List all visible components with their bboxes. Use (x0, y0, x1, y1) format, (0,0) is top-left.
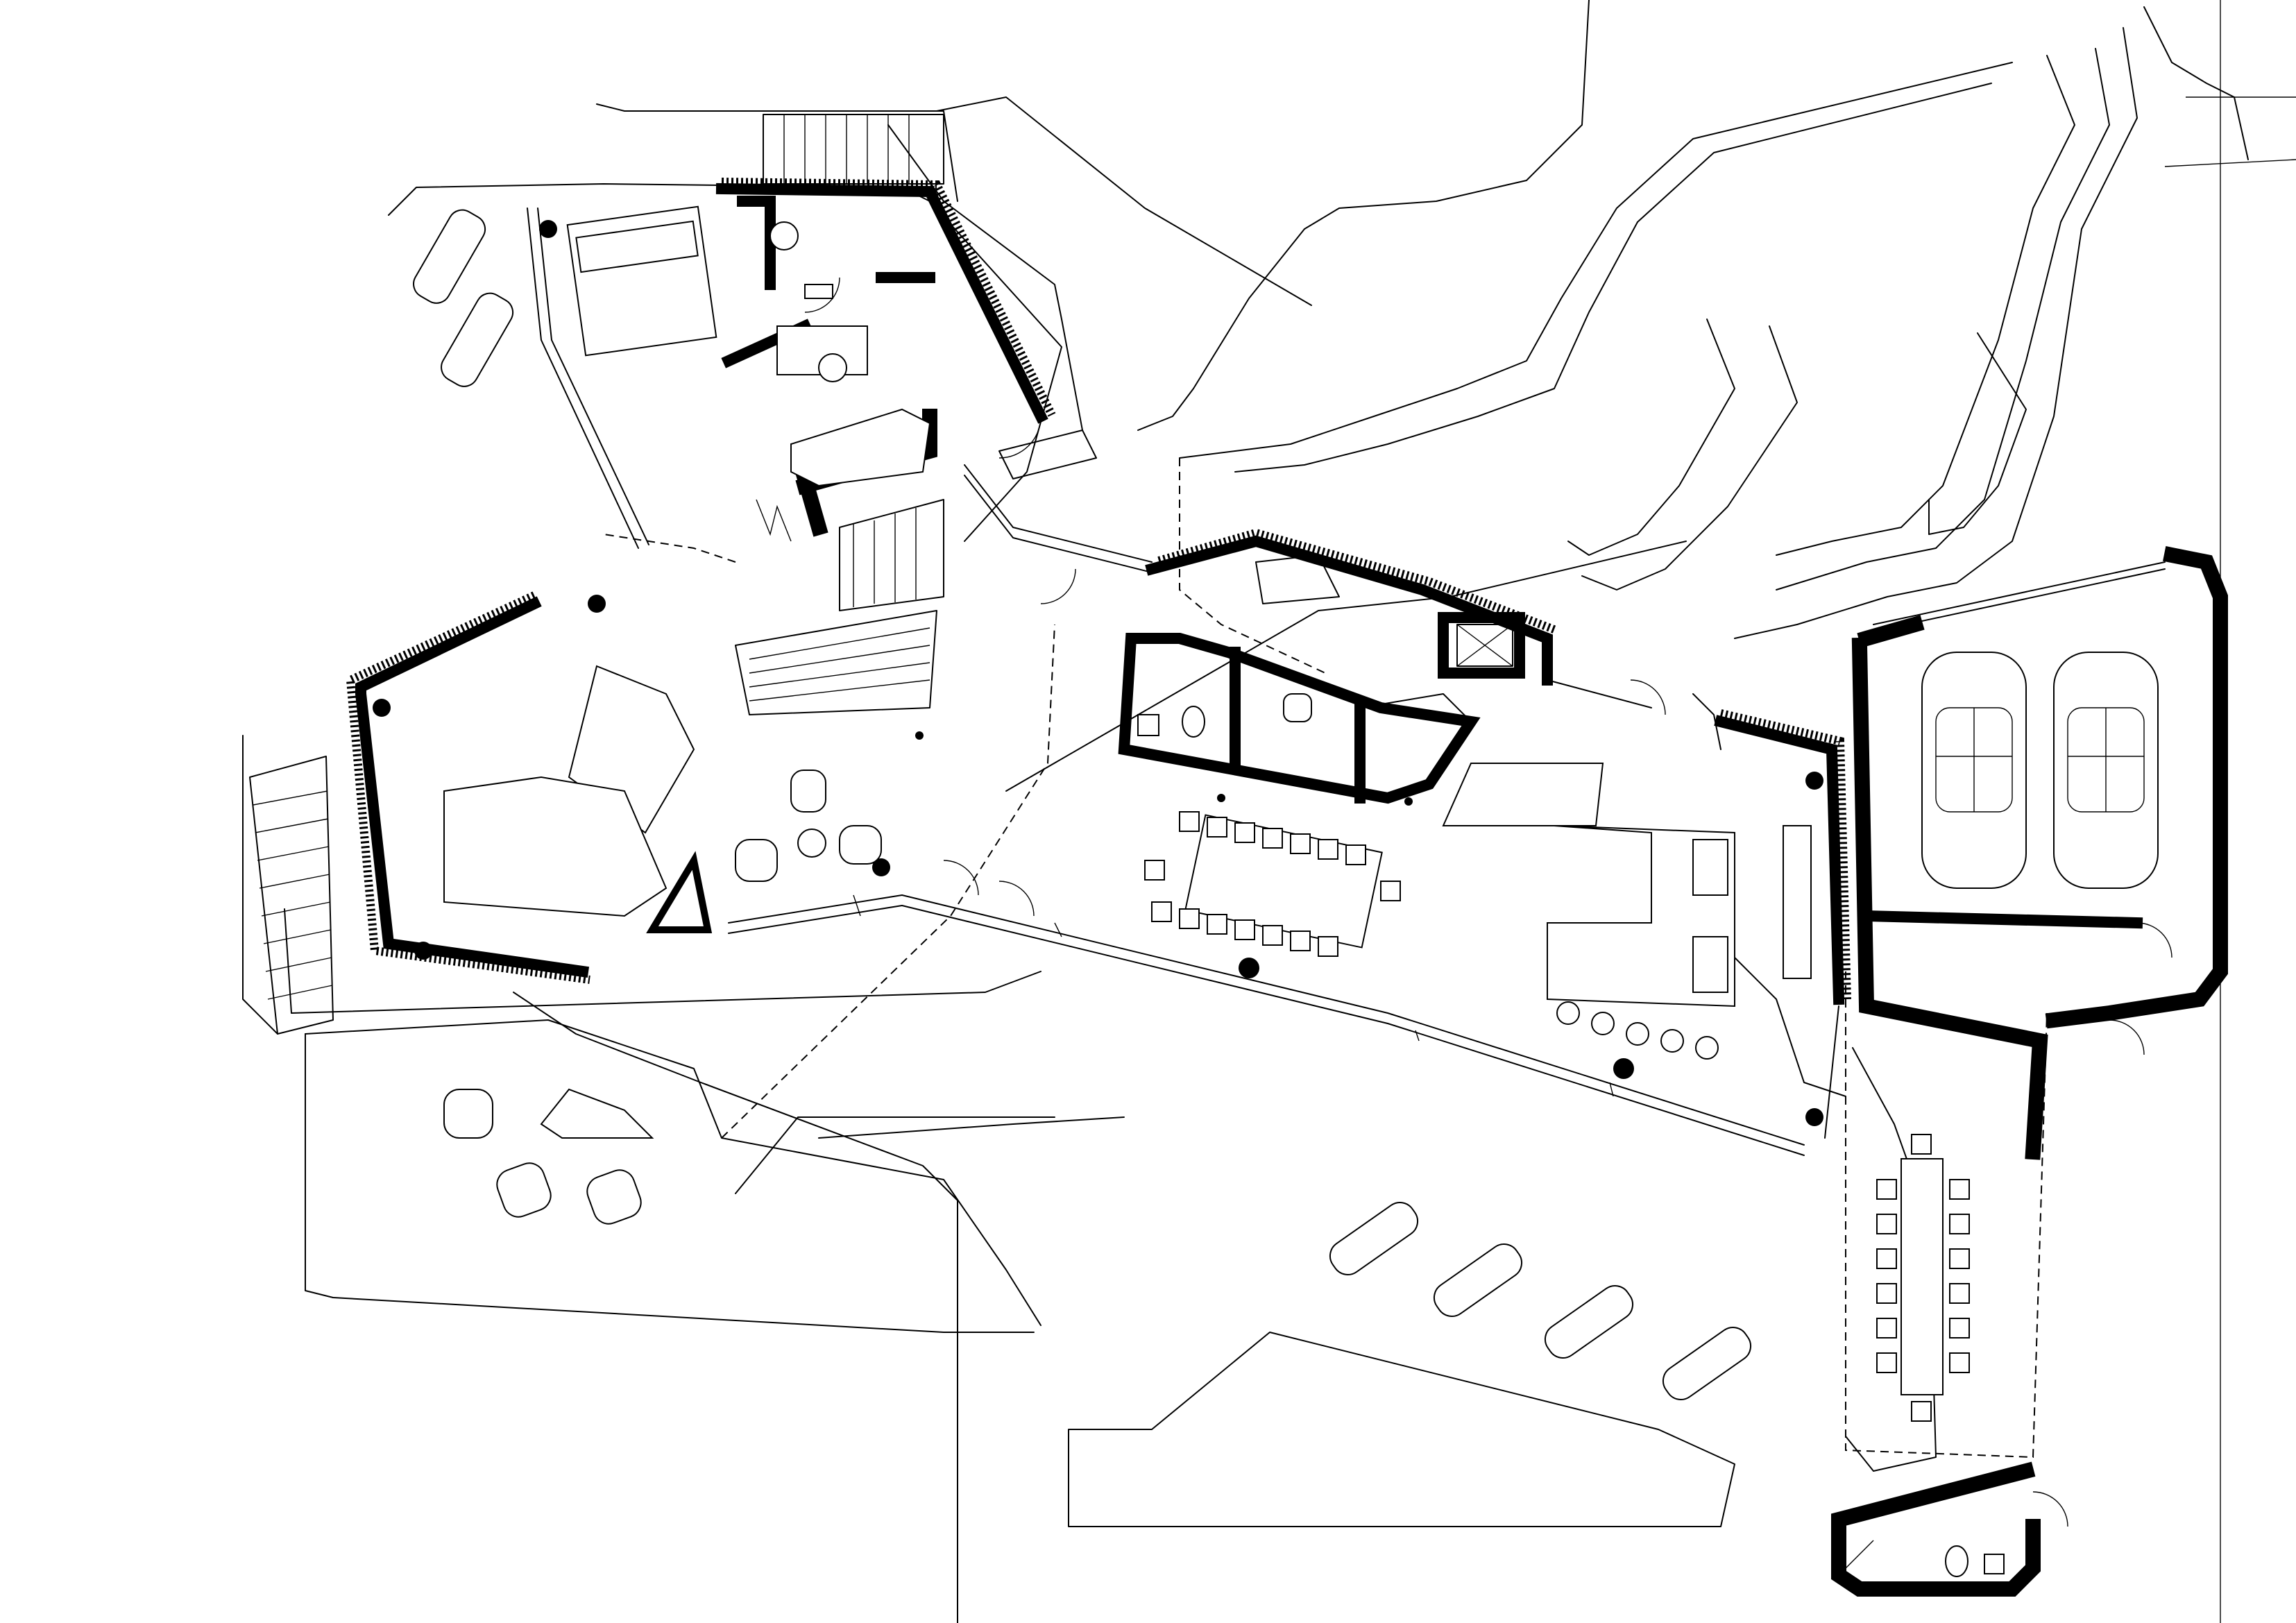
building-walls (346, 178, 2228, 1597)
dining-area (1144, 763, 1812, 1060)
outdoor-table (1876, 1134, 1970, 1422)
car-2 (2053, 652, 2159, 889)
service-fixtures (1137, 624, 1513, 738)
door-swings (804, 277, 2172, 1527)
pavilion-fixtures (1845, 1540, 2005, 1577)
detail-lines (756, 499, 1721, 1097)
parked-cars (1921, 652, 2159, 889)
glazing (527, 207, 2166, 1156)
columns (373, 220, 1823, 1126)
outdoor-furniture (443, 1088, 1970, 1422)
lounge-furniture (443, 665, 882, 917)
sun-loungers (1329, 1202, 1752, 1400)
car-1 (1921, 652, 2027, 889)
bedroom-furniture (413, 205, 931, 487)
stairs (249, 114, 1340, 1035)
